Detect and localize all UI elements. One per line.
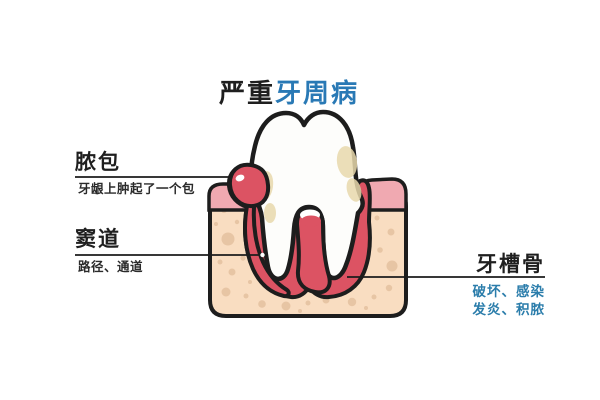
furcation-highlight-mask <box>301 215 321 227</box>
bone-speckles <box>214 203 398 313</box>
label-alveolar-bone-description: 破坏、感染 发炎、积脓 <box>473 283 546 319</box>
label-abscess: 脓包 <box>75 151 121 174</box>
bone-description-line2: 发炎、积脓 <box>472 302 545 317</box>
title-disease: 牙周病 <box>275 78 360 108</box>
abscess-highlight <box>235 174 245 182</box>
furcation-tissue <box>295 207 332 295</box>
label-sinus-tract: 窦道 <box>75 228 121 251</box>
sinus-dot <box>260 252 265 258</box>
label-alveolar-bone: 牙槽骨 <box>476 253 545 276</box>
sinus-tract-strip <box>243 202 291 299</box>
page-title: 严重牙周病 <box>0 78 578 108</box>
abscess-bump <box>227 162 271 209</box>
label-sinus-tract-description: 路径、通道 <box>78 260 144 274</box>
label-alveolar-bone-block: 牙槽骨 破坏、感染 发炎、积脓 <box>473 254 546 319</box>
bone-description-line1: 破坏、感染 <box>472 284 545 299</box>
title-severity: 严重 <box>218 78 275 108</box>
tooth-shape <box>248 109 365 282</box>
label-abscess-description: 牙龈上肿起了一个包 <box>78 182 196 196</box>
